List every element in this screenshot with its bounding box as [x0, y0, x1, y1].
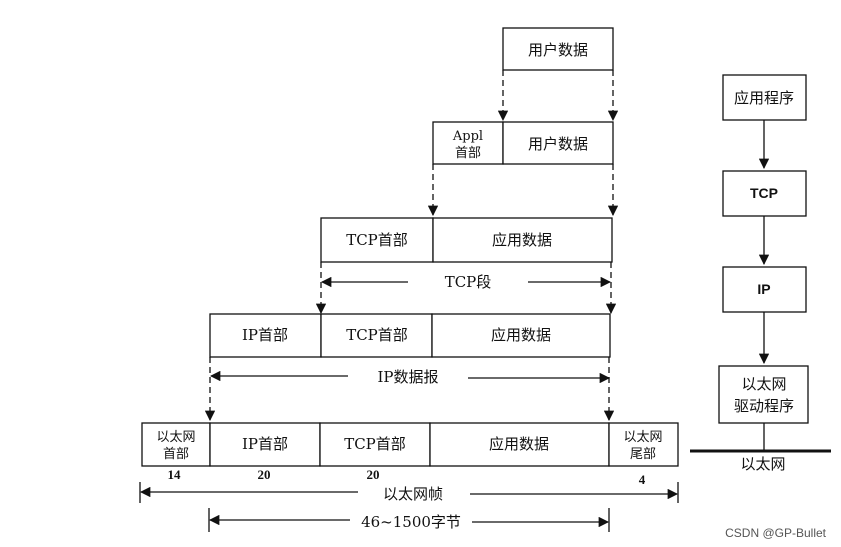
stack-tcp-label: TCP [750, 185, 778, 201]
row5-eth-header-label-2: 首部 [163, 447, 189, 462]
row4-ip-header-label: IP首部 [242, 326, 288, 344]
row4-app-data-label: 应用数据 [491, 326, 551, 344]
row5-eth-trailer-box [608, 422, 679, 467]
row5-app-data-label: 应用数据 [489, 435, 549, 453]
row3-app-data-label: 应用数据 [492, 231, 552, 249]
row5-eth-header-box [141, 422, 211, 467]
eth-frame-label: 以太网帧 [383, 485, 443, 503]
row5-app-data-box [429, 422, 610, 467]
stack-application-box [722, 74, 807, 121]
stack-application-label: 应用程序 [734, 89, 794, 107]
row1-user-data-box [502, 27, 614, 71]
row2-appl-header-box [432, 121, 504, 165]
row3-tcp-header-box [320, 217, 434, 263]
row3-tcp-header-label: TCP首部 [346, 231, 408, 249]
row5-eth-trailer-label-2: 尾部 [630, 447, 656, 462]
row4-ip-header-box [209, 313, 322, 358]
size-tcp-header: 20 [367, 467, 380, 482]
row2-user-data-box [502, 121, 614, 165]
row1-user-data-label: 用户数据 [528, 41, 588, 59]
size-eth-trailer: 4 [639, 472, 646, 487]
row2-user-data-label: 用户数据 [528, 135, 588, 153]
row5-tcp-header-label: TCP首部 [344, 435, 406, 453]
row5-ip-header-box [209, 422, 321, 467]
ip-datagram-label: IP数据报 [377, 368, 438, 386]
stack-tcp-box [722, 170, 807, 217]
row2-appl-header-label-2: 首部 [455, 146, 481, 161]
row5-eth-trailer-label-1: 以太网 [623, 430, 662, 445]
row5-ip-header-label: IP首部 [242, 435, 288, 453]
tcp-segment-label: TCP段 [445, 273, 492, 291]
stack-ip-box [722, 266, 807, 313]
row5-tcp-header-box [319, 422, 431, 467]
size-eth-header: 14 [168, 467, 182, 482]
stack-driver-label-2: 驱动程序 [734, 397, 794, 415]
row5-eth-header-label-1: 以太网 [156, 430, 195, 445]
stack-driver-label-1: 以太网 [741, 375, 786, 393]
row3-app-data-box [432, 217, 613, 263]
size-ip-header: 20 [258, 467, 271, 482]
stack-driver-box [718, 365, 809, 424]
row2-appl-header-label-1: Appl [452, 129, 483, 144]
row4-tcp-header-label: TCP首部 [346, 326, 408, 344]
row4-app-data-box [431, 313, 611, 358]
watermark: CSDN @GP-Bullet [725, 526, 827, 540]
stack-ethernet-label: 以太网 [740, 455, 785, 473]
payload-range-label: 46~1500字节 [361, 513, 461, 531]
row4-tcp-header-box [320, 313, 433, 358]
stack-ip-label: IP [757, 281, 770, 297]
